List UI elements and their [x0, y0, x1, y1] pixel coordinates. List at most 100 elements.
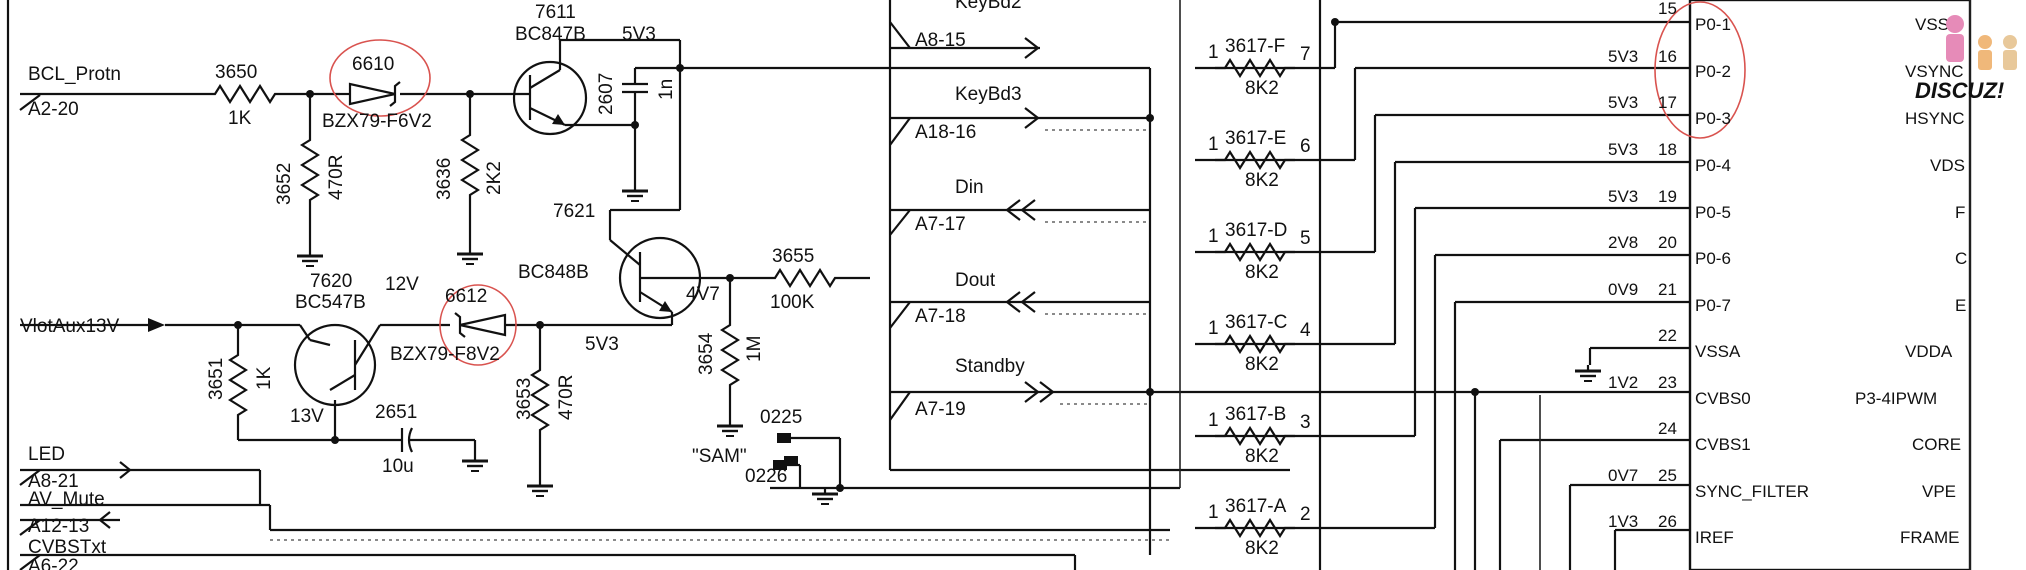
resistor-3655-ref: 3655: [772, 246, 814, 267]
bus-a7-19: A7-19: [915, 399, 966, 420]
capacitor-2651-value: 10u: [382, 456, 414, 477]
ic-pin-name: IREF: [1695, 528, 1734, 547]
ic-pin-right: F: [1955, 203, 1965, 222]
bus-a8-15: A8-15: [915, 30, 966, 51]
resistor-3654-value: 1M: [744, 336, 765, 362]
capacitor-2607-ref: 2607: [596, 73, 617, 115]
svg-text:1: 1: [1208, 42, 1219, 63]
voltage-13v: 13V: [290, 406, 324, 427]
ic-pin-voltage: 1V3: [1608, 512, 1638, 531]
resistor-3650-value: 1K: [228, 108, 252, 129]
transistor-7621-ref: 7621: [553, 201, 595, 222]
voltage-4v7: 4V7: [686, 284, 720, 305]
svg-text:3617-A: 3617-A: [1225, 496, 1287, 517]
svg-text:1: 1: [1208, 134, 1219, 155]
ic-pin-name: CVBS0: [1695, 389, 1751, 408]
ic-pin-right: VSYNC: [1905, 62, 1964, 81]
resistor-3653-value: 470R: [556, 375, 577, 420]
ic-pin-voltage: 5V3: [1608, 47, 1638, 66]
ic-pin-right: VPE: [1922, 482, 1956, 501]
ic-pin-number: 26: [1658, 512, 1677, 531]
zener-diode-6612-symbol: [454, 312, 507, 338]
svg-text:3617-C: 3617-C: [1225, 312, 1287, 333]
svg-text:1: 1: [1208, 502, 1219, 523]
ic-pin-right: VDDA: [1905, 342, 1953, 361]
diode-6610-ref: 6610: [352, 54, 394, 75]
transistor-7621-type: BC848B: [518, 262, 589, 283]
ic-pin-voltage: 1V2: [1608, 373, 1638, 392]
highlight-circle-pins: [1654, 1, 1746, 139]
svg-text:3617-F: 3617-F: [1225, 36, 1285, 57]
bus-a7-18: A7-18: [915, 306, 966, 327]
ic-pin-voltage: 5V3: [1608, 140, 1638, 159]
ref-a6-22: A6-22: [28, 556, 79, 570]
svg-text:DISCUZ!: DISCUZ!: [1915, 78, 2004, 103]
svg-text:4: 4: [1300, 320, 1311, 341]
ic-pin-name: P0-2: [1695, 62, 1731, 81]
ic-pin-name: P0-4: [1695, 156, 1731, 175]
ref-a12-13: A12-13: [28, 516, 89, 537]
diode-6612-ref: 6612: [445, 286, 487, 307]
test-point-sam: "SAM": [692, 446, 747, 467]
capacitor-2651-ref: 2651: [375, 402, 417, 423]
ic-pin-number: 21: [1658, 280, 1677, 299]
ic-pin-name: P0-3: [1695, 109, 1731, 128]
ic-pin-number: 17: [1658, 93, 1677, 112]
transistor-7620-type: BC547B: [295, 292, 366, 313]
resistor-3652-value: 470R: [326, 155, 347, 200]
bus-keybd2: KeyBd2: [955, 0, 1022, 13]
svg-text:1: 1: [1208, 226, 1219, 247]
ic-pin-number: 19: [1658, 187, 1677, 206]
ic-pin-voltage: 5V3: [1608, 187, 1638, 206]
diode-6612-value: BZX79-F8V2: [390, 344, 500, 365]
resistor-3653-ref: 3653: [514, 378, 535, 420]
ic-pin-list: 15 P0-1 VSSP 5V3 16 P0-2 VSYNC 5V3 17 P0…: [1608, 0, 1967, 547]
ic-pin-voltage: 2V8: [1608, 233, 1638, 252]
svg-text:1: 1: [1208, 410, 1219, 431]
highlight-circle-6610: [329, 39, 431, 117]
test-point-0226: 0226: [745, 466, 787, 487]
transistor-7611-type: BC847B: [515, 24, 586, 45]
resistor-3636-value: 2K2: [484, 161, 505, 195]
resistor-array-3617: 1 3617-F 7 8K2 1 3617-E 6 8K2 1 3617-D 5…: [1208, 36, 1311, 559]
ic-pin-voltage: 0V9: [1608, 280, 1638, 299]
ic-pin-name: VSSA: [1695, 342, 1741, 361]
ic-pin-right: FRAME: [1900, 528, 1960, 547]
ic-pin-name: P0-1: [1695, 15, 1731, 34]
ref-a8-21: A8-21: [28, 471, 79, 492]
net-bcl-protn: BCL_Protn: [28, 64, 121, 85]
resistor-3654-ref: 3654: [696, 332, 717, 375]
ic-pin-right: E: [1955, 296, 1966, 315]
bus-keybd3: KeyBd3: [955, 84, 1022, 105]
ic-pin-number: 15: [1658, 0, 1677, 18]
ic-pin-number: 22: [1658, 326, 1677, 345]
svg-text:8K2: 8K2: [1245, 354, 1279, 375]
ic-pin-name: SYNC_FILTER: [1695, 482, 1809, 501]
net-vlotaux13v: VlotAux13V: [20, 316, 120, 337]
net-led: LED: [28, 444, 65, 465]
svg-text:3617-E: 3617-E: [1225, 128, 1286, 149]
resistor-3651-ref: 3651: [206, 358, 227, 400]
transistor-7620-ref: 7620: [310, 271, 352, 292]
voltage-12v: 12V: [385, 274, 419, 295]
svg-text:8K2: 8K2: [1245, 446, 1279, 467]
ic-pin-number: 24: [1658, 419, 1677, 438]
capacitor-2607-value: 1n: [656, 79, 677, 100]
ic-pin-name: CVBS1: [1695, 435, 1751, 454]
resistor-3650-ref: 3650: [215, 62, 257, 83]
ic-pin-right: VDS: [1930, 156, 1965, 175]
ic-pin-voltage: 5V3: [1608, 93, 1638, 112]
diode-6610-value: BZX79-F6V2: [322, 111, 432, 132]
ic-pin-number: 20: [1658, 233, 1677, 252]
transistor-7611-ref: 7611: [535, 2, 576, 23]
ic-pin-right: HSYNC: [1905, 109, 1965, 128]
discuz-watermark: DISCUZ!: [1915, 15, 2017, 103]
svg-text:8K2: 8K2: [1245, 538, 1279, 559]
svg-text:5: 5: [1300, 228, 1311, 249]
resistor-3655-value: 100K: [770, 292, 815, 313]
svg-text:3: 3: [1300, 412, 1311, 433]
ic-pin-name: P0-5: [1695, 203, 1731, 222]
resistor-3652-ref: 3652: [274, 163, 295, 205]
voltage-5v3: 5V3: [585, 334, 619, 355]
